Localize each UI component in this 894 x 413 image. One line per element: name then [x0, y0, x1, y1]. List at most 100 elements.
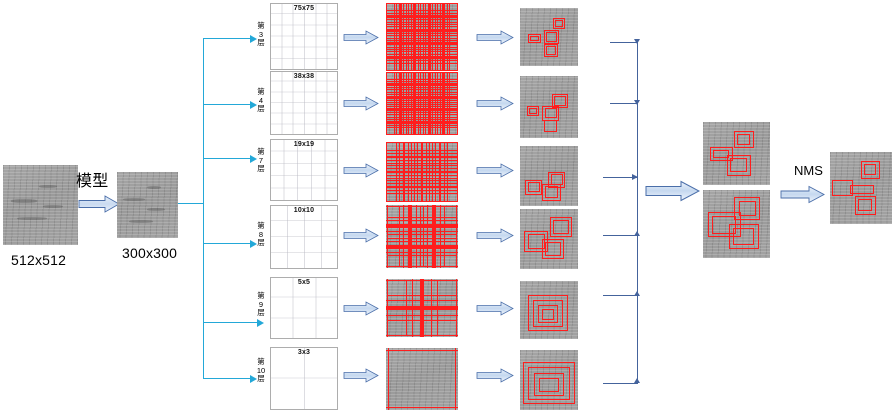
- anchor-box: [435, 152, 458, 177]
- anchor-box: [415, 10, 429, 37]
- anchor-box: [415, 51, 429, 71]
- anchor-box: [439, 53, 458, 71]
- layer-label-char: 第: [257, 291, 265, 300]
- merged-top-texture: [703, 122, 770, 185]
- anchor-box: [425, 93, 448, 114]
- detection-box: [552, 94, 568, 108]
- anchor-box: [429, 91, 444, 116]
- detection-box: [544, 30, 559, 44]
- anchor-box: [395, 142, 431, 157]
- detection-box: [528, 182, 540, 192]
- surface-defect: [11, 199, 37, 203]
- merge-line-layer8: [603, 235, 638, 237]
- layer-label-char: 层: [257, 308, 265, 317]
- anchor-box: [425, 40, 448, 62]
- model-arrow: [78, 195, 120, 213]
- detections-texture: [520, 146, 578, 206]
- anchor-box: [393, 84, 422, 97]
- anchor-box: [393, 97, 422, 110]
- anchor-box: [387, 348, 457, 410]
- anchor-box: [408, 3, 436, 17]
- anchor-box: [413, 157, 449, 172]
- anchor-generation-arrow-3: [343, 163, 379, 178]
- anchor-box: [440, 165, 458, 194]
- detection-box: [539, 378, 559, 392]
- anchor-box: [386, 182, 409, 202]
- anchor-box: [395, 187, 431, 202]
- branch-arrowhead-layer3: [250, 35, 257, 43]
- anchor-box: [386, 216, 410, 257]
- detections-19x19: [520, 146, 578, 206]
- anchor-box: [434, 216, 458, 257]
- detection-box: [545, 186, 558, 198]
- default-boxes-texture: [386, 72, 458, 135]
- detection-box: [530, 36, 539, 41]
- anchor-box: [393, 3, 422, 17]
- branch-line-layer7: [203, 158, 253, 160]
- feature-map-size-label: 19x19: [293, 141, 315, 148]
- branch-line-layer8: [203, 243, 253, 245]
- branch-arrowhead-layer7: [250, 155, 257, 163]
- detections-texture: [520, 350, 578, 410]
- anchor-box: [439, 106, 458, 126]
- merge-line-layer7: [603, 177, 638, 179]
- anchor-box: [386, 116, 401, 135]
- surface-defect: [123, 198, 145, 201]
- branch-line-layer3: [203, 38, 253, 40]
- detection-box: [858, 199, 872, 211]
- merged-detections-bottom: [703, 190, 770, 258]
- feature-map-grid: [271, 140, 337, 200]
- anchor-box: [437, 84, 458, 97]
- merge-node-layer3: [634, 39, 640, 44]
- detection-box: [538, 305, 558, 323]
- detection-box: [850, 185, 874, 194]
- branch-trunk: [178, 203, 204, 205]
- anchor-box: [423, 205, 458, 226]
- anchor-box: [405, 308, 458, 337]
- anchor-box: [413, 187, 449, 202]
- anchor-box: [410, 53, 434, 71]
- anchor-box: [404, 150, 422, 179]
- detection-box: [525, 180, 542, 195]
- anchor-box: [427, 220, 458, 253]
- anchor-box: [435, 182, 458, 202]
- anchor-box: [396, 93, 419, 114]
- anchor-box: [425, 12, 448, 34]
- default-boxes-texture: [386, 205, 458, 268]
- anchor-box: [415, 91, 429, 116]
- anchor-box: [439, 3, 458, 21]
- anchor-box: [399, 152, 427, 177]
- detection-box: [739, 201, 756, 216]
- anchor-box: [421, 307, 458, 337]
- anchor-box: [439, 118, 458, 135]
- anchor-box: [410, 26, 434, 48]
- anchor-box: [396, 106, 419, 126]
- merge-line-layer3: [610, 42, 638, 44]
- anchor-box: [410, 72, 434, 89]
- feature-map-19x19: 19x19: [270, 139, 338, 201]
- anchor-box: [422, 180, 440, 202]
- anchor-box: [431, 187, 458, 202]
- anchor-box: [429, 104, 444, 129]
- anchor-box: [439, 72, 458, 89]
- default-boxes-texture: [386, 3, 458, 71]
- anchor-box: [443, 116, 458, 135]
- anchor-box: [396, 26, 419, 48]
- anchor-box: [425, 118, 448, 135]
- anchor-box: [386, 165, 404, 194]
- detection-box: [523, 362, 575, 404]
- anchor-box: [386, 241, 417, 268]
- detection-box: [546, 46, 556, 55]
- feature-map-size-label: 3x3: [297, 349, 311, 356]
- detection-box: [548, 172, 565, 188]
- detection-box: [534, 373, 564, 396]
- branch-line-layer10: [203, 378, 253, 380]
- anchor-box: [395, 172, 431, 187]
- anchor-box: [386, 24, 401, 50]
- anchor-box: [386, 10, 401, 37]
- anchor-box: [386, 118, 405, 135]
- anchor-box: [404, 180, 422, 202]
- resized-image-caption: 300x300: [122, 245, 178, 261]
- anchor-box: [427, 205, 458, 232]
- model-label: 模型: [76, 173, 109, 190]
